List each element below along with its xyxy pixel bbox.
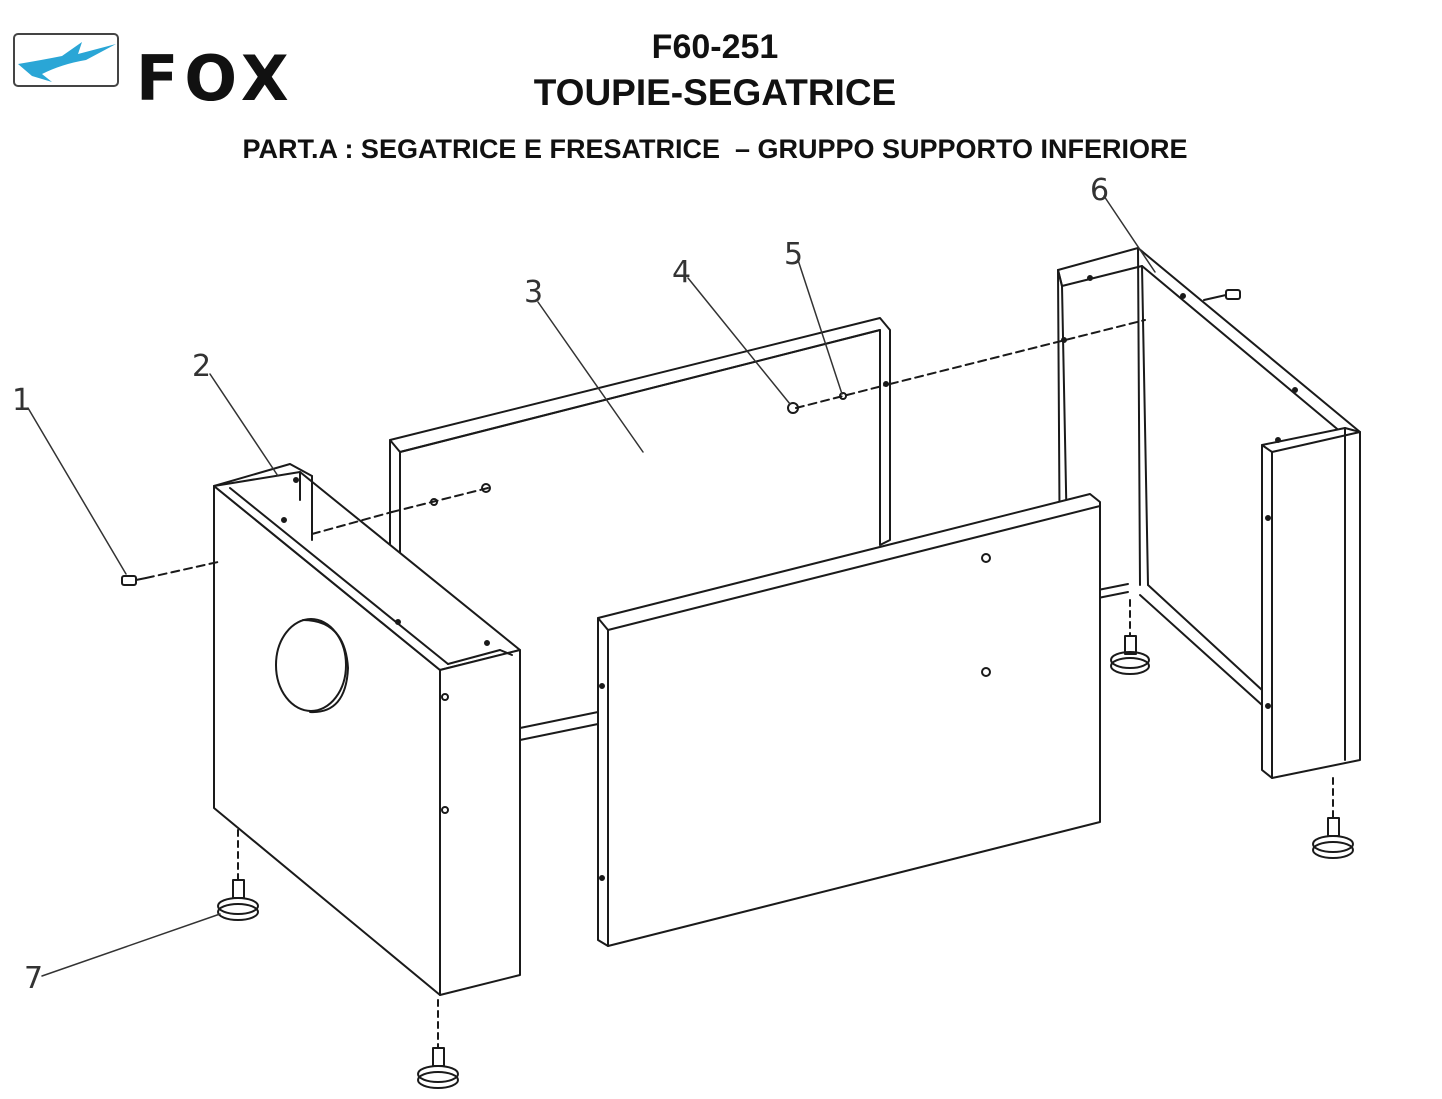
front-panel [597,493,1101,947]
callout-1: 1 [12,383,31,418]
model-code: F60-251 [651,28,779,66]
leader-lines [27,195,1156,977]
section-title: PART.A : SEGATRICE E FRESATRICE – GRUPPO… [242,134,1188,164]
callout-6: 6 [1090,173,1109,208]
machine-name: TOUPIE-SEGATRICE [533,72,897,113]
callout-3: 3 [524,275,543,310]
brand-name: FOX [136,42,295,115]
callout-5: 5 [784,237,803,272]
callout-4: 4 [672,255,691,290]
screw-part-1 [121,289,1241,586]
callout-7: 7 [24,961,43,996]
callout-2: 2 [192,349,211,384]
right-frame [1057,247,1361,779]
left-side-panel [213,463,521,996]
fox-leaping-icon [13,33,119,87]
brand-logo: FOX [12,30,312,110]
levelling-feet [217,599,1354,1089]
back-panel [389,317,891,605]
